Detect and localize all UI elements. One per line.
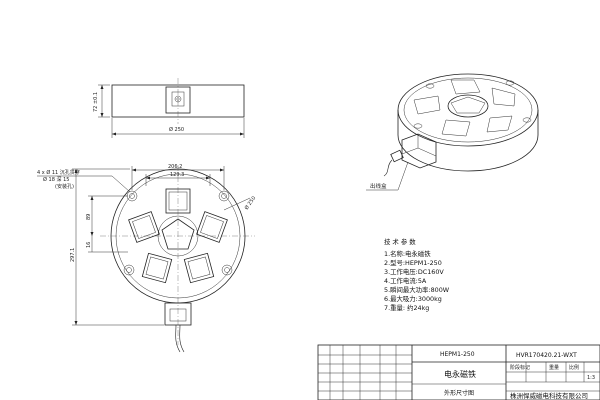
- width-dim-text: Ø 250: [169, 126, 184, 133]
- spec-item: 2.型号:HEPM1-250: [384, 258, 442, 267]
- title-model: HEPM1-250: [440, 351, 475, 358]
- iso-cable-wire: [383, 159, 393, 177]
- title-product-name: 电永磁铁: [444, 369, 476, 379]
- iso-side-wall: [397, 110, 539, 172]
- dim-89-text: 89: [86, 214, 92, 220]
- dim-129-text: 129.3: [170, 172, 184, 178]
- center-pole-ring: [157, 215, 199, 257]
- cable-wire: [175, 324, 181, 353]
- hole-callout-2: Ø 18 深 15: [43, 176, 69, 183]
- spec-item: 1.名称:电永磁铁: [384, 249, 431, 258]
- iso-pole-1: [450, 79, 481, 95]
- spec-item: 3.工作电压:DC160V: [384, 267, 444, 276]
- mount-hole-3: [123, 264, 135, 276]
- title-stage-label: 阶段标记: [510, 364, 530, 371]
- cable-label: 出线盒: [370, 182, 387, 190]
- spec-item: 6.最大吸力:3000kg: [384, 294, 442, 303]
- pole-right: [196, 211, 228, 243]
- callout-leader: [111, 175, 131, 193]
- iso-pole-4: [441, 119, 471, 137]
- pole-bottom-right: [183, 252, 215, 284]
- front-view: 4 x Ø 11 沉孔贯穿 Ø 18 深 15 (安装孔) 206.2 129.…: [37, 164, 257, 353]
- magnet-inner-ring: [115, 173, 241, 299]
- height-dim-text: 72 ±0.1: [93, 92, 99, 112]
- pole-top: [165, 188, 191, 214]
- dim-297-text: 297.1: [70, 248, 76, 262]
- iso-pole-2: [491, 87, 516, 107]
- title-company: 株洲悍威磁电科技有限公司: [510, 391, 588, 400]
- iso-cable-gland-icon: [390, 149, 404, 163]
- title-drawing-no: HVR170420.21-WXT: [516, 352, 577, 359]
- junction-box-side: [165, 86, 191, 114]
- spec-title: 技 术 参 数: [384, 237, 416, 246]
- center-pole-pentagon: [161, 218, 195, 250]
- pole-left: [128, 211, 160, 243]
- dim-16-text: 16: [86, 242, 92, 248]
- iso-junction-box: [401, 133, 437, 169]
- cable-gland-icon: [174, 95, 182, 103]
- spec-item: 7.重量: 约24kg: [384, 303, 429, 312]
- spec-list: 技 术 参 数 1.名称:电永磁铁 2.型号:HEPM1-250 3.工作电压:…: [384, 237, 450, 312]
- iso-top-ellipse: [397, 73, 539, 147]
- title-weight-label: 重量: [549, 364, 559, 371]
- mount-hole-1: [126, 190, 138, 202]
- pole-bottom-left: [141, 252, 173, 284]
- cable-gland-core: [176, 97, 180, 101]
- title-scale-label: 比例: [569, 364, 579, 371]
- title-block-frame: [317, 344, 600, 400]
- isometric-view: 出线盒: [366, 73, 539, 191]
- hole-callout-1: 4 x Ø 11 沉孔贯穿: [37, 169, 80, 176]
- mount-hole-4: [221, 264, 233, 276]
- top-view: 72 ±0.1 Ø 250: [93, 78, 245, 138]
- diameter-leader: [223, 197, 251, 211]
- hole-callout-3: (安装孔): [55, 183, 74, 190]
- title-drawing-type: 外形尺寸图: [444, 389, 474, 397]
- junction-box-front: [164, 302, 192, 326]
- junction-box-plate: [171, 91, 185, 107]
- cable-label-leader: [397, 161, 409, 191]
- title-scale-value: 1:3: [587, 375, 595, 381]
- dim-dia-text: Ø 250: [243, 195, 257, 211]
- title-block: HEPM1-250 HVR170420.21-WXT 电永磁铁 外形尺寸图 阶段…: [317, 344, 600, 400]
- spec-item: 5.瞬间最大功率:800W: [384, 285, 450, 294]
- iso-pole-3: [486, 115, 513, 133]
- mount-hole-2: [218, 190, 230, 202]
- iso-center-pole: [447, 94, 489, 118]
- iso-pole-5: [413, 95, 441, 115]
- dim-206-text: 206.2: [168, 164, 182, 170]
- spec-item: 4.工作电流:5A: [384, 276, 427, 285]
